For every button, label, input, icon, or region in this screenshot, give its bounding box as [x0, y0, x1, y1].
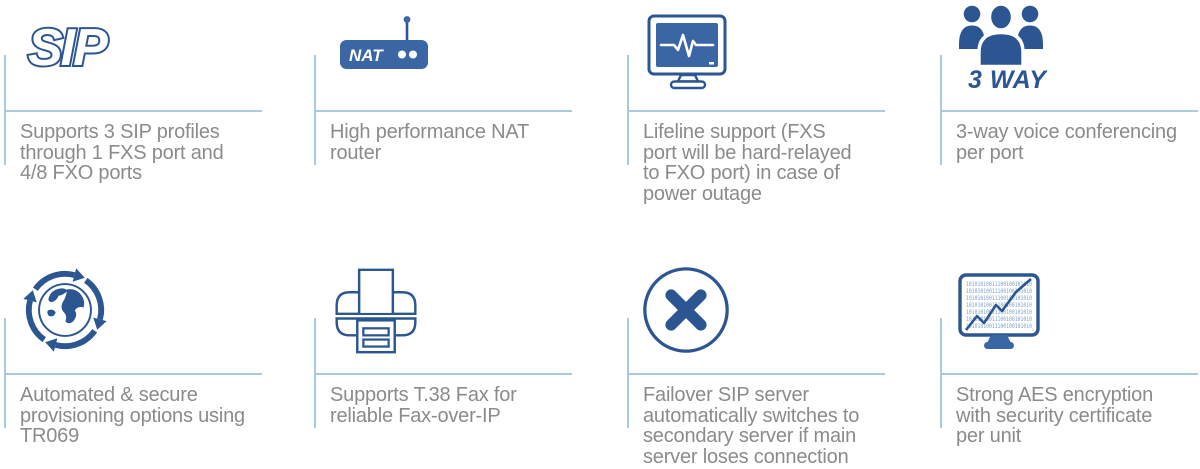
divider-horizontal [4, 373, 262, 375]
feature-text: Lifeline support (FXS port will be hard-… [643, 121, 852, 205]
feature-text: High performance NAT router [330, 121, 530, 164]
sync-arrow [32, 268, 85, 292]
svg-text:10101010011100100101010: 10101010011100100101010 [966, 316, 1032, 323]
svg-text:10101010011100100101010: 10101010011100100101010 [966, 295, 1032, 302]
divider-horizontal [940, 110, 1198, 112]
divider-horizontal [314, 373, 572, 375]
feature-text: 3-way voice conferencing per port [956, 121, 1177, 164]
feature-text: Automated & secure provisioning options … [20, 384, 245, 447]
globe-sync-icon [23, 268, 107, 352]
binary-monitor-icon: 10101010011100100101010 1010101001110010… [958, 273, 1040, 349]
svg-text:10101010011100100101010: 10101010011100100101010 [966, 309, 1032, 316]
divider-horizontal [627, 373, 885, 375]
feature-card-provisioning: Automated & secure provisioning options … [4, 263, 304, 469]
nat-router-icon: NAT [340, 16, 428, 69]
divider-horizontal [4, 110, 262, 112]
feature-card-aes: 10101010011100100101010 1010101001110010… [940, 263, 1200, 469]
svg-text:10101010011100100101010: 10101010011100100101010 [966, 302, 1032, 309]
feature-card-failover: Failover SIP server automatically switch… [627, 263, 927, 469]
feature-card-nat: NAT High performance NAT router [314, 0, 614, 240]
sip-logo-icon: SIP [26, 18, 112, 74]
feature-card-3way: 3 WAY 3-way voice conferencing per port [940, 0, 1200, 240]
feature-text: Strong AES encryption with security cert… [956, 384, 1154, 447]
feature-text: Supports 3 SIP profiles through 1 FXS po… [20, 121, 224, 184]
svg-text:SIP: SIP [28, 19, 108, 74]
failover-x-icon [643, 267, 729, 353]
pulse-monitor-icon [647, 14, 727, 90]
people-group-icon [959, 2, 1043, 68]
divider-horizontal [314, 110, 572, 112]
feature-card-fax: Supports T.38 Fax for reliable Fax-over-… [314, 263, 614, 469]
feature-card-lifeline: Lifeline support (FXS port will be hard-… [627, 0, 927, 240]
svg-text:10101010011100100101010: 10101010011100100101010 [966, 281, 1032, 288]
feature-text: Failover SIP server automatically switch… [643, 384, 860, 468]
divider-horizontal [627, 110, 885, 112]
divider-horizontal [940, 373, 1198, 375]
svg-text:10101010011100100101010: 10101010011100100101010 [966, 288, 1032, 295]
three-way-label: 3 WAY [968, 66, 1047, 94]
fax-printer-icon [335, 268, 417, 354]
svg-text:NAT: NAT [349, 46, 384, 65]
svg-text:10101010011100100101010: 10101010011100100101010 [966, 323, 1032, 330]
feature-text: Supports T.38 Fax for reliable Fax-over-… [330, 384, 517, 427]
feature-card-sip: SIP Supports 3 SIP profiles through 1 FX… [4, 0, 304, 240]
